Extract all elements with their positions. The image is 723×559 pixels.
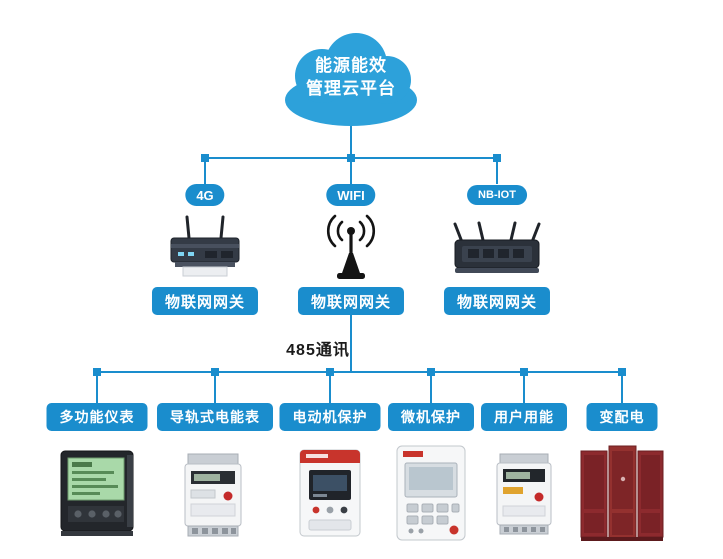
motor-protection-icon <box>297 447 363 539</box>
switchgear-cabinet-icon <box>579 443 665 543</box>
device-label-multifunction-meter: 多功能仪表 <box>46 403 148 431</box>
cloud-title-line2: 管理云平台 <box>306 79 396 98</box>
connector-gateway-to-485-bus <box>350 315 352 372</box>
cloud-platform-title: 能源能效 管理云平台 <box>272 54 430 100</box>
nbiot-router-icon <box>450 220 544 278</box>
connector-bus-to-nbiot <box>496 158 498 184</box>
bus-485-label: 485通讯 <box>286 342 350 359</box>
junction-dot <box>93 368 101 376</box>
connector-bus-to-device-5 <box>523 372 525 403</box>
junction-dot <box>211 368 219 376</box>
junction-dot <box>520 368 528 376</box>
cellular-router-icon <box>165 214 245 280</box>
cloud-icon <box>285 33 417 126</box>
junction-dot <box>618 368 626 376</box>
junction-dot <box>427 368 435 376</box>
bus-485-line <box>96 371 623 373</box>
gateway-label-nbiot: 物联网网关 <box>443 287 551 315</box>
connector-bus-to-device-3 <box>329 372 331 403</box>
device-label-user-energy: 用户用能 <box>481 403 567 431</box>
din-rail-meter-icon <box>181 452 245 538</box>
connector-bus-to-device-4 <box>430 372 432 403</box>
connector-bus-to-4g <box>204 158 206 184</box>
device-label-relay-protection: 微机保护 <box>388 403 474 431</box>
device-label-power-distribution: 变配电 <box>586 403 658 431</box>
gateway-label-wifi: 物联网网关 <box>297 287 405 315</box>
wifi-antenna-icon <box>321 212 381 280</box>
connector-bus-to-device-6 <box>621 372 623 403</box>
cloud-title-line1: 能源能效 <box>315 56 387 75</box>
user-energy-meter-icon <box>493 452 555 536</box>
connector-bus-to-wifi <box>350 158 352 184</box>
badge-nbiot: NB-IOT <box>467 185 527 205</box>
connector-bus-to-device-1 <box>96 372 98 403</box>
relay-protection-icon <box>394 443 468 543</box>
junction-dot <box>326 368 334 376</box>
gateway-label-4g: 物联网网关 <box>151 287 259 315</box>
device-label-din-rail-meter: 导轨式电能表 <box>157 403 273 431</box>
junction-dot <box>201 154 209 162</box>
badge-wifi: WIFI <box>326 184 376 206</box>
junction-dot <box>493 154 501 162</box>
connector-cloud-to-gateway-bus <box>350 124 352 158</box>
connector-bus-to-device-2 <box>214 372 216 403</box>
badge-4g: 4G <box>185 184 225 206</box>
multifunction-meter-icon <box>57 447 137 539</box>
device-label-motor-protection: 电动机保护 <box>279 403 381 431</box>
cloud-platform-node: 能源能效 管理云平台 <box>272 28 430 130</box>
junction-dot <box>347 154 355 162</box>
